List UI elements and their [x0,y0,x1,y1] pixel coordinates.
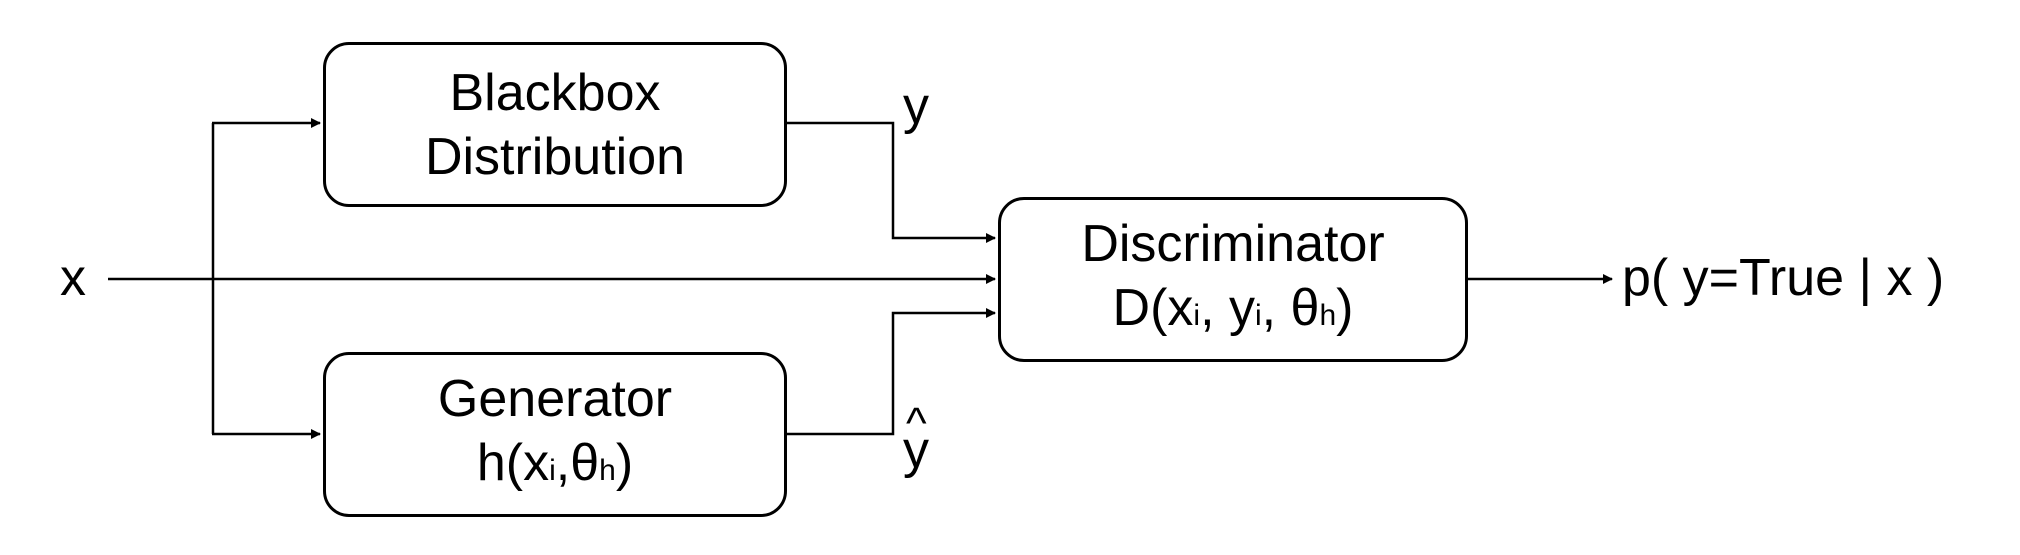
output-probability-label: p( y=True | x ) [1622,249,1945,307]
hat-accent: ^ [906,399,927,448]
arrow-yhat-to-discriminator [787,308,996,436]
input-label-x: x [60,249,86,307]
blackbox-distribution-box: Blackbox Distribution [323,42,787,207]
y-label: y [903,77,929,135]
generator-title: Generator [437,369,673,428]
discriminator-formula: D(xi, yi, θh) [1112,278,1354,337]
blackbox-title: Blackbox [449,63,661,122]
discriminator-box: Discriminator D(xi, yi, θh) [998,197,1468,362]
discriminator-title: Discriminator [1081,214,1385,273]
arrow-y-to-discriminator [787,121,996,243]
blackbox-subtitle: Distribution [424,127,686,186]
generator-formula: h(xi,θh) [476,433,634,492]
generator-box: Generator h(xi,θh) [323,352,787,517]
yhat-label: ^ y [903,399,929,480]
